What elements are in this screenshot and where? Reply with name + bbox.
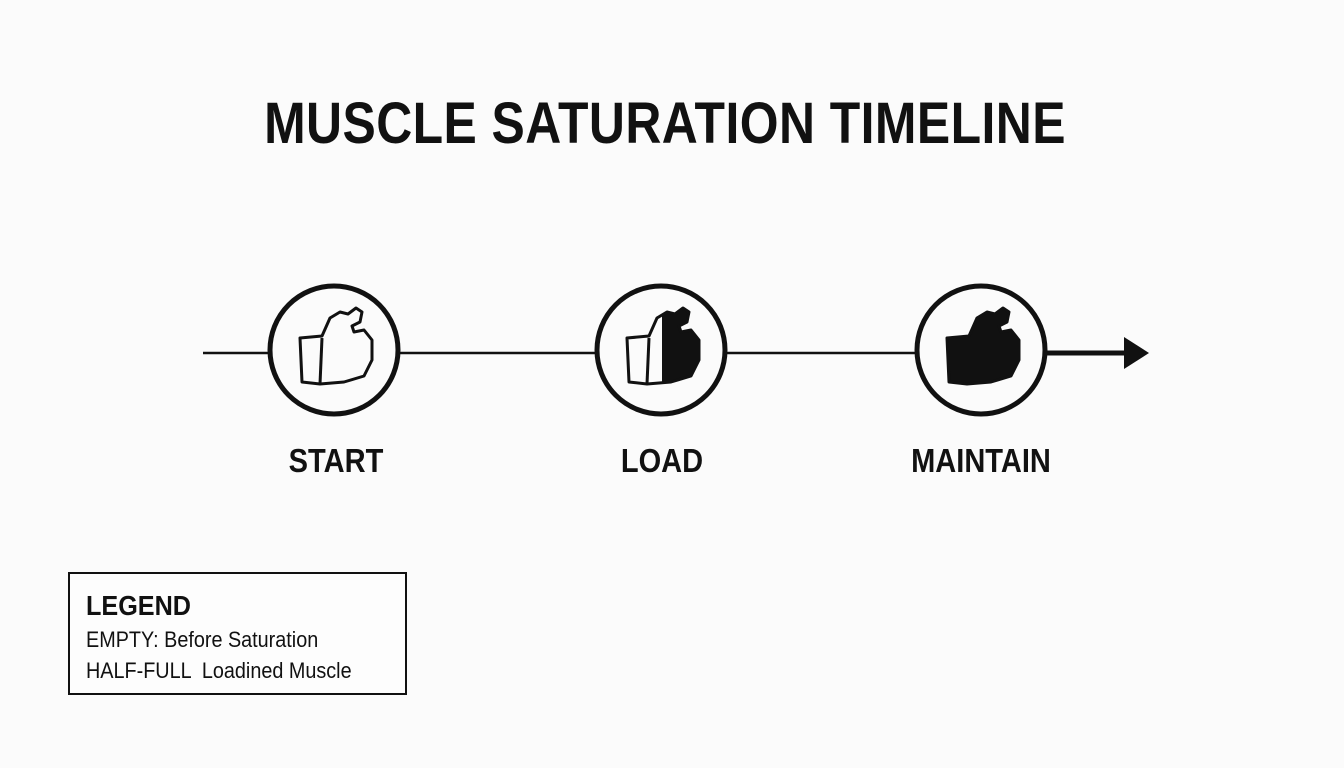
muscle-empty-icon [298,306,374,386]
legend-title: LEGEND [86,590,192,621]
stage-start-node [267,283,401,417]
stage-label-load: LOAD [620,442,704,479]
legend-item-half-full: HALF-FULL Loadined Muscle [86,658,352,683]
stage-label-maintain: MAINTAIN [911,442,1051,479]
stage-load-node [594,283,728,417]
muscle-half-full-icon [625,306,701,386]
stage-maintain-node [914,283,1048,417]
diagram-title: MUSCLE SATURATION TIMELINE [264,91,1066,156]
legend: LEGEND EMPTY: Before Saturation HALF-FUL… [68,572,407,695]
arrow-head-icon [1124,337,1149,369]
legend-item-empty: EMPTY: Before Saturation [86,627,319,652]
stage-label-start: START [288,442,384,479]
